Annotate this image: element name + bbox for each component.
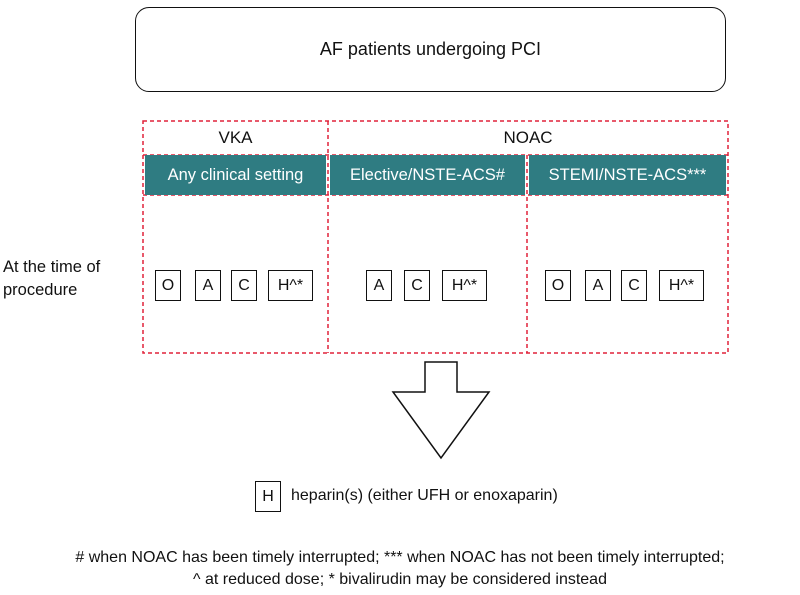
setting-label: Elective/NSTE-ACS# [350, 165, 505, 184]
row-label-line1: At the time of [3, 258, 101, 276]
code-label: A [592, 276, 604, 294]
column-header-noac: NOAC [328, 121, 728, 154]
code-label: H^* [451, 276, 478, 294]
column-header-vka-label: VKA [218, 127, 253, 147]
setting-any-clinical: Any clinical setting [145, 155, 326, 195]
setting-stemi-nste-acs: STEMI/NSTE-ACS*** [529, 155, 726, 195]
code-box: H^* [268, 270, 313, 301]
column-header-noac-label: NOAC [503, 127, 553, 147]
footnote-line1: # when NOAC has been timely interrupted;… [75, 549, 725, 566]
footnote-line2: ^ at reduced dose; * bivalirudin may be … [193, 571, 607, 588]
setting-label: Any clinical setting [167, 165, 304, 184]
legend-code-box: H [255, 481, 281, 512]
code-box: C [231, 270, 257, 301]
code-label: A [373, 276, 385, 294]
code-box: A [585, 270, 611, 301]
title-box: AF patients undergoing PCI [135, 7, 726, 92]
diagram-title: AF patients undergoing PCI [319, 39, 542, 59]
code-label: C [238, 276, 250, 294]
code-box: H^* [442, 270, 487, 301]
code-label: A [202, 276, 214, 294]
code-box: O [545, 270, 571, 301]
code-box: A [195, 270, 221, 301]
code-label: O [161, 276, 175, 294]
code-box: C [621, 270, 647, 301]
table-outline [142, 120, 729, 354]
code-box: H^* [659, 270, 704, 301]
row-label-line2: procedure [3, 281, 78, 299]
code-box: C [404, 270, 430, 301]
code-label: H^* [277, 276, 304, 294]
code-box: A [366, 270, 392, 301]
legend-text: heparin(s) (either UFH or enoxaparin) [291, 487, 558, 504]
setting-label: STEMI/NSTE-ACS*** [548, 165, 707, 184]
code-label: O [551, 276, 565, 294]
code-label: H^* [668, 276, 695, 294]
row-label: At the time of procedure [3, 256, 133, 302]
down-arrow-icon [391, 361, 491, 460]
setting-elective-nste-acs: Elective/NSTE-ACS# [330, 155, 525, 195]
code-label: C [628, 276, 640, 294]
code-label: C [411, 276, 423, 294]
legend-code-label: H [262, 487, 274, 505]
code-box: O [155, 270, 181, 301]
column-header-vka: VKA [143, 121, 328, 154]
